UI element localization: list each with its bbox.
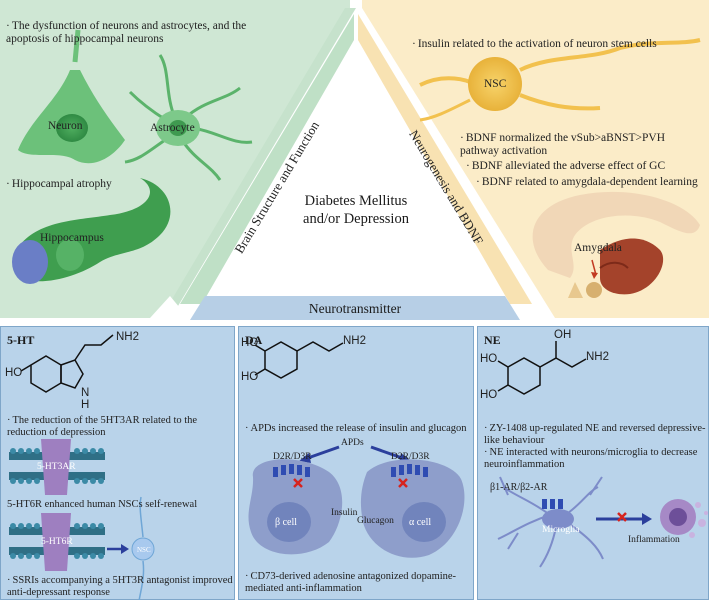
- ne-text-1: ZY-1408 up-regulated NE and reversed dep…: [484, 423, 706, 447]
- right-text-1: Insulin related to the activation of neu…: [412, 38, 702, 51]
- ne-inflammation: Inflammation: [628, 535, 680, 545]
- da-alpha: α cell: [409, 517, 432, 528]
- cross-icon: [293, 478, 408, 488]
- da-ho-2: HO: [241, 371, 259, 383]
- bottom-band-label: Neurotransmitter: [308, 301, 402, 316]
- right-band: [358, 14, 532, 304]
- nsc-label: NSC: [484, 78, 507, 90]
- 5ht-text-1: The reduction of the 5HT3AR related to t…: [7, 415, 233, 439]
- da-receptor-right: D2R/D3R: [391, 452, 430, 462]
- arrow-icon: [107, 544, 129, 554]
- ne-ho-2: HO: [480, 389, 498, 401]
- 5ht-n: N: [81, 387, 90, 399]
- hippocampus-icon: [12, 178, 171, 284]
- right-bdnf-3: BDNF related to amygdala-dependent learn…: [476, 176, 706, 189]
- ne-microglia: Microglia: [542, 525, 580, 535]
- da-apds: APDs: [341, 438, 364, 448]
- astrocyte-icon: [124, 54, 253, 181]
- panel-ne-title: NE: [484, 333, 501, 347]
- center-title: Diabetes Mellitus and/or Depression: [303, 193, 409, 227]
- receptor-icon: [542, 499, 563, 509]
- ne-ho-1: HO: [480, 353, 498, 365]
- microglia-icon: [497, 476, 604, 568]
- 5ht-text-3: SSRIs accompanying a 5HT3R antagonist im…: [7, 575, 233, 599]
- norepinephrine-structure: [497, 341, 708, 568]
- bottom-band: [190, 296, 520, 320]
- inflammation-icon: [660, 499, 708, 538]
- serotonin-structure: [9, 334, 155, 600]
- panel-5ht: 5-HT NH2 HO N H The reduction of the 5HT…: [0, 326, 235, 600]
- 5ht-nsc-label: NSC: [137, 546, 151, 554]
- panel-da-title: DA: [245, 333, 263, 347]
- amygdala-label: Amygdala: [574, 242, 622, 254]
- da-nh2: NH2: [343, 335, 367, 347]
- da-insulin: Insulin: [331, 508, 358, 518]
- da-glucagon: Glucagon: [357, 516, 394, 526]
- neuron-label: Neuron: [48, 120, 83, 132]
- ne-text-2: NE interacted with neurons/microglia to …: [484, 447, 706, 471]
- panel-ne: NE OH HO HO NH2 ZY-1408 up-regulated NE …: [477, 326, 709, 600]
- 5ht-h: H: [81, 399, 90, 411]
- hippocampus-label: Hippocampus: [40, 232, 104, 244]
- da-ho-1: HO: [241, 337, 259, 349]
- nsc-icon: [131, 496, 155, 600]
- receptor-icon: [273, 464, 428, 477]
- 5ht-nh2: NH2: [116, 331, 140, 343]
- right-bdnf-2: BDNF alleviated the adverse effect of GC: [466, 160, 706, 173]
- da-receptor-left: D2R/D3R: [273, 452, 312, 462]
- 5ht6r-label: 5-HT6R: [41, 537, 73, 547]
- left-text-1: The dysfunction of neurons and astrocyte…: [6, 20, 276, 46]
- cross-icon: [617, 512, 627, 522]
- cell-icon: [248, 459, 465, 558]
- da-beta: β cell: [275, 517, 298, 528]
- 5ht-text-2: 5-HT6R enhanced human NSCs self-renewal: [7, 499, 198, 510]
- top-background: [0, 0, 709, 320]
- panel-da: DA HO HO NH2 APDs increased the release …: [238, 326, 474, 600]
- dopamine-structure: [248, 341, 465, 558]
- right-bdnf-1: BDNF normalized the vSub>aBNST>PVH pathw…: [460, 132, 690, 158]
- 5ht3ar-label: 5-HT3AR: [37, 462, 76, 472]
- 5ht-ho: HO: [5, 367, 23, 379]
- left-band: [180, 14, 354, 304]
- left-text-2: Hippocampal atrophy: [6, 178, 166, 191]
- ne-receptor: β1-AR/β2-AR: [490, 482, 548, 493]
- da-text-2: CD73-derived adenosine antagonized dopam…: [245, 571, 473, 595]
- astrocyte-label: Astrocyte: [150, 122, 195, 134]
- da-text-1: APDs increased the release of insulin an…: [245, 423, 473, 435]
- receptor-icon: [9, 439, 105, 571]
- panel-5ht-title: 5-HT: [7, 333, 35, 347]
- ne-nh2: NH2: [586, 351, 610, 363]
- amygdala-icon: [532, 191, 700, 298]
- ne-oh: OH: [554, 329, 572, 341]
